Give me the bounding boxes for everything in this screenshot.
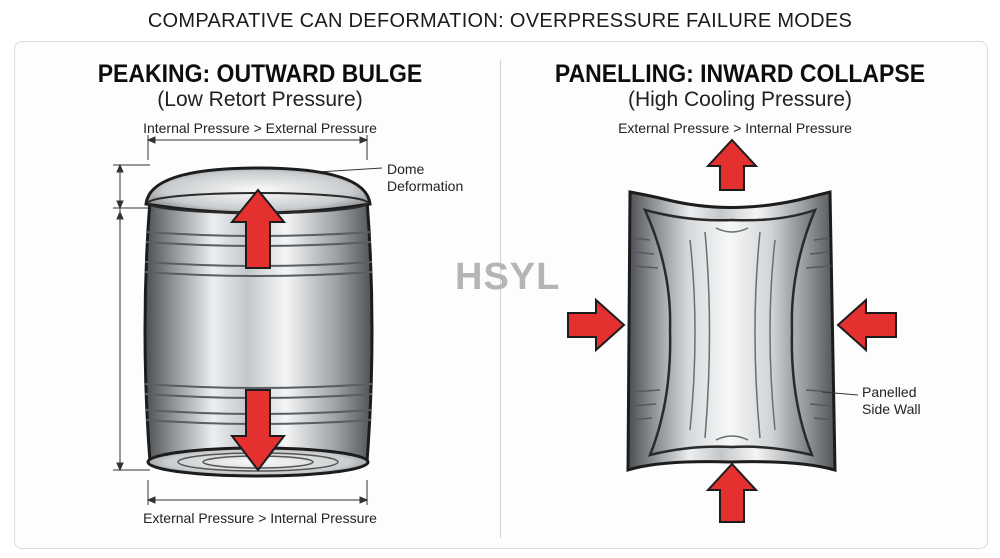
right-inward-arrow	[838, 300, 896, 350]
peaking-can	[113, 135, 382, 505]
left-inward-arrow	[568, 300, 624, 350]
bottom-inward-arrow	[708, 464, 756, 522]
up-vent-arrow	[708, 140, 756, 190]
panelled-side-wall	[645, 210, 815, 455]
panelling-can	[568, 140, 896, 522]
